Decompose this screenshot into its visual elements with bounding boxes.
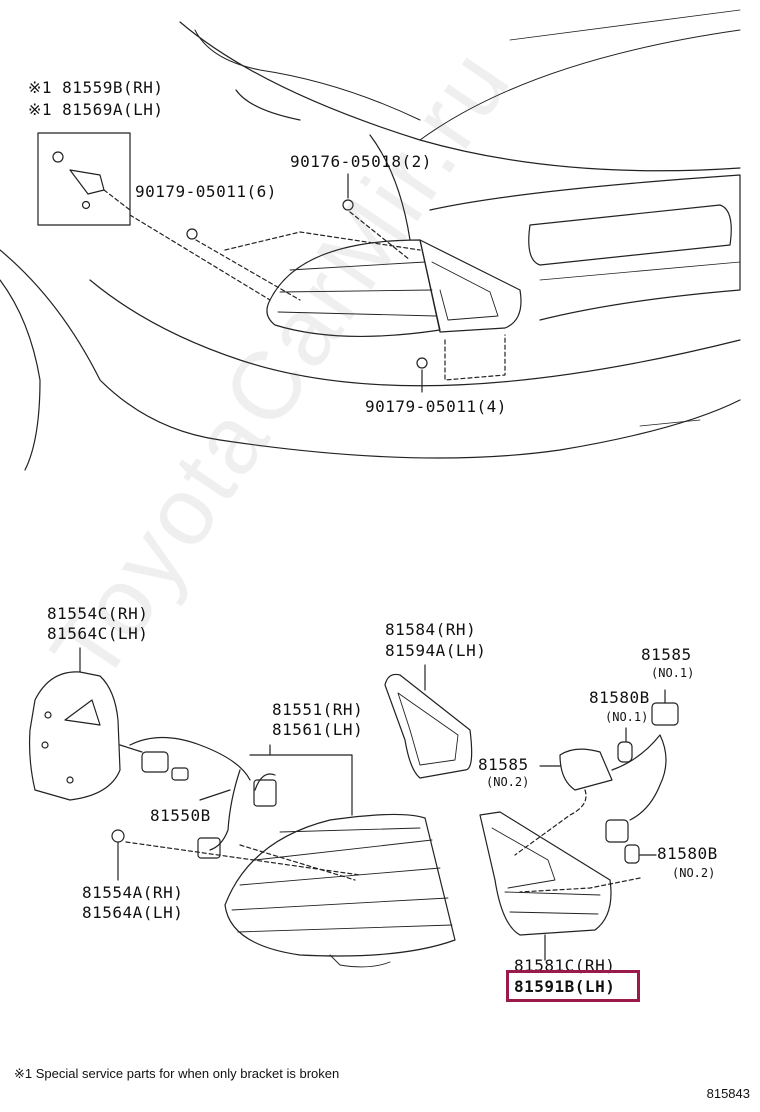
car-body-outline	[0, 9, 741, 471]
inner-lamp-81584	[384, 664, 473, 779]
label-nut-90179-05011-4: 90179-05011(4)	[365, 397, 507, 416]
label-bracket-rh: ※1 81559B(RH)	[28, 78, 164, 97]
label-nut-90179-05011-6: 90179-05011(6)	[135, 182, 277, 201]
lamp-assembly-81551	[224, 813, 456, 968]
label-socket-81585-no1: 81585	[641, 645, 692, 664]
label-bulb-81580b-no2-sub: (NO.2)	[672, 866, 716, 880]
label-lens-lh[interactable]: 81591B(LH)	[514, 977, 616, 996]
socket-81585-no2	[539, 748, 613, 791]
label-inner-lamp-lh: 81594A(LH)	[385, 641, 487, 660]
label-cover-rh: 81554C(RH)	[47, 604, 149, 623]
socket-81585-no1	[651, 689, 679, 726]
label-socket-81550b: 81550B	[150, 806, 211, 825]
label-socket-81585-no2-sub: (NO.2)	[486, 775, 530, 789]
label-lamp-assy-lh: 81561(LH)	[272, 720, 364, 739]
diagram-code: 815843	[706, 1086, 750, 1101]
label-screw-90176-05018: 90176-05018(2)	[290, 152, 432, 171]
label-cover-lh: 81564C(LH)	[47, 624, 149, 643]
footnote: ※1 Special service parts for when only b…	[14, 1066, 340, 1081]
bracket-inset-box	[37, 132, 131, 226]
label-bulb-81580b-no2: 81580B	[657, 844, 718, 863]
socket-wiring-81550b	[119, 736, 277, 859]
label-retainer-rh: 81554A(RH)	[82, 883, 184, 902]
label-socket-81585-no1-sub: (NO.1)	[651, 666, 695, 680]
label-bulb-81580b-no1: 81580B	[589, 688, 650, 707]
label-lamp-assy-rh: 81551(RH)	[272, 700, 364, 719]
label-retainer-lh: 81564A(LH)	[82, 903, 184, 922]
wire-harness-right	[605, 734, 667, 864]
label-inner-lamp-rh: 81584(RH)	[385, 620, 477, 639]
lens-81581c	[479, 811, 612, 961]
label-bulb-81580b-no1-sub: (NO.1)	[605, 710, 649, 724]
bracket-parts	[52, 151, 131, 211]
highlight-box[interactable]	[506, 970, 640, 1002]
upper-rear-lamp	[266, 239, 522, 337]
label-socket-81585-no2: 81585	[478, 755, 529, 774]
label-bracket-lh: ※1 81569A(LH)	[28, 100, 164, 119]
cover-81554c	[28, 647, 121, 801]
bulb-81580b-no1	[617, 741, 633, 763]
